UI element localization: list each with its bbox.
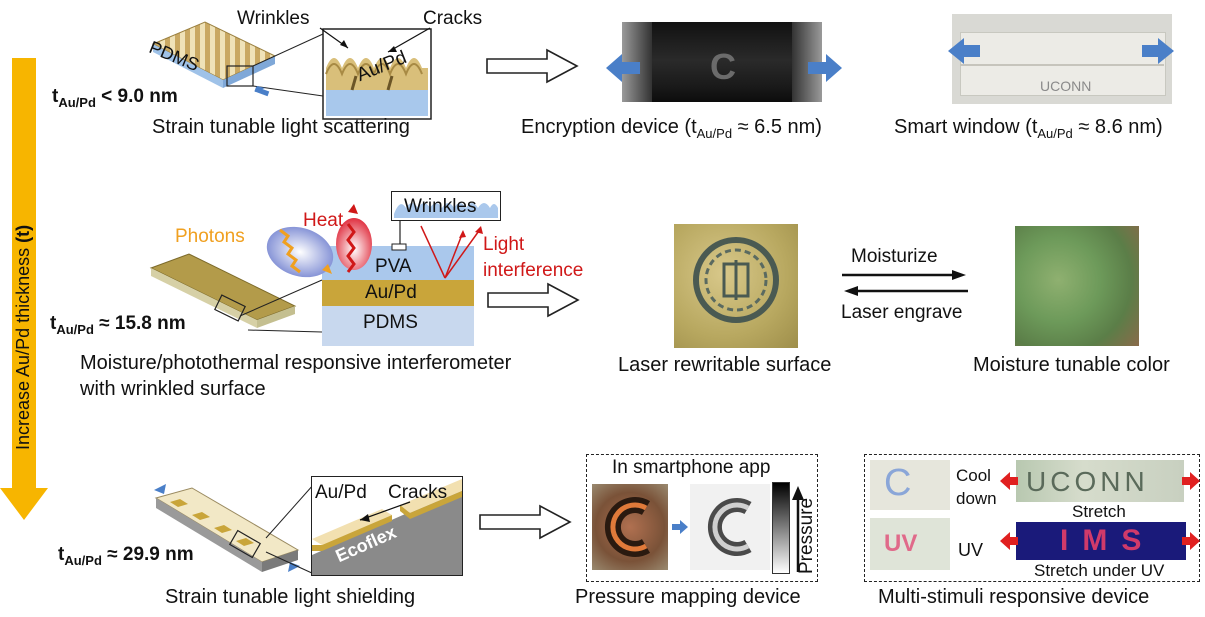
interferometer-film-diagram — [149, 253, 297, 328]
pressure-map-arrow — [672, 520, 688, 534]
caption-pressure-mapping: Pressure mapping device — [575, 586, 801, 608]
aupd-label-row3: Au/Pd — [315, 482, 367, 503]
encryption-stretch-arrows — [606, 54, 842, 82]
pressure-map-c-icon — [707, 498, 752, 556]
cracks-pointer-row3 — [359, 501, 411, 522]
caption-multi-stimuli: Multi-stimuli responsive device — [878, 586, 1150, 608]
laser-engrave-label: Laser engrave — [841, 302, 963, 323]
stretch-red-arrows — [1000, 472, 1200, 490]
caption-laser-rewritable: Laser rewritable surface — [618, 354, 832, 376]
photons-label: Photons — [175, 226, 245, 247]
zoom-inset-cracks-ecoflex — [311, 476, 463, 576]
zoom-lines-row2 — [239, 279, 323, 333]
label-pointer-lines-row1 — [319, 27, 431, 53]
stretch-uv-photo-text: IMS — [1060, 524, 1156, 557]
uv-photo-text: UV — [884, 530, 918, 557]
thickness-axis-label: Increase Au/Pd thickness (t) — [13, 224, 33, 450]
moisturize-label: Moisturize — [851, 246, 938, 267]
caption-interferometer-line1: Moisture/photothermal responsive interfe… — [80, 352, 512, 374]
light-label: Light — [483, 234, 525, 255]
stretch-uv-red-arrows — [1000, 532, 1200, 550]
open-arrow-row1 — [486, 48, 579, 84]
pva-label: PVA — [375, 256, 412, 277]
open-arrow-row3 — [479, 504, 572, 540]
cracks-label-row3: Cracks — [388, 482, 448, 503]
pressure-photo — [592, 484, 668, 570]
wrinkled-film-diagram — [151, 21, 324, 97]
stretch-label: Stretch — [1072, 502, 1126, 521]
wrinkles-callout-box: Wrinkles — [391, 191, 501, 221]
reversible-arrows — [842, 270, 968, 296]
caption-strain-scattering: Strain tunable light scattering — [152, 116, 410, 138]
pdms-label-row2: PDMS — [363, 312, 418, 333]
caption-interferometer-line2: with wrinkled surface — [80, 378, 266, 400]
app-title: In smartphone app — [612, 457, 771, 478]
window-text: UCONN — [1040, 78, 1092, 94]
cool-label: Cool — [956, 466, 991, 485]
stretch-photo: UCONN — [1016, 460, 1184, 502]
interference-label: interference — [483, 260, 584, 281]
moisture-color-photo — [1015, 226, 1139, 346]
uv-label: UV — [958, 540, 984, 560]
wrinkles-pointer — [391, 220, 407, 251]
caption-moisture-color: Moisture tunable color — [973, 354, 1170, 376]
pdms-layer — [322, 306, 474, 346]
wrinkles-label-row1: Wrinkles — [237, 8, 310, 29]
thickness-row2: tAu/Pd ≈ 15.8 nm — [50, 313, 186, 337]
caption-encryption-device: Encryption device (tAu/Pd ≈ 6.5 nm) — [521, 116, 822, 141]
photon-heat-illustration — [266, 204, 372, 278]
open-arrow-row2 — [487, 282, 580, 318]
engraved-seal-icon — [693, 237, 779, 323]
laser-rewritable-photo — [674, 224, 798, 348]
zoom-lines-row3 — [265, 483, 315, 575]
caption-smart-window: Smart window (tAu/Pd ≈ 8.6 nm) — [894, 116, 1163, 141]
encryption-letter: C — [710, 46, 736, 87]
heat-label: Heat — [303, 210, 344, 231]
aupd-label-row2: Au/Pd — [365, 282, 417, 303]
uv-photo: UV — [870, 518, 950, 570]
down-label: down — [956, 489, 997, 508]
window-stretch-arrows — [948, 38, 1174, 64]
thickness-axis-arrow — [0, 58, 48, 520]
pressure-mapping-panel — [586, 454, 818, 582]
shielding-film-diagram — [154, 484, 300, 572]
wrinkles-label-row2: Wrinkles — [404, 196, 477, 217]
thickness-row3: tAu/Pd ≈ 29.9 nm — [58, 544, 194, 568]
cracks-label-row1: Cracks — [423, 8, 483, 29]
pressure-map-image — [690, 484, 770, 570]
stretch-uv-label: Stretch under UV — [1034, 561, 1165, 580]
pressure-label: Pressure — [796, 497, 817, 574]
multi-stimuli-panel — [864, 454, 1200, 582]
pressure-scale-arrow — [792, 486, 804, 572]
stretch-photo-text: UCONN — [1026, 466, 1149, 497]
cool-down-photo: C — [870, 460, 950, 510]
caption-strain-shielding: Strain tunable light shielding — [165, 586, 416, 608]
thickness-row1: tAu/Pd < 9.0 nm — [52, 86, 178, 110]
pressure-c-icon — [604, 497, 651, 557]
smart-window-photo: UCONN — [952, 14, 1172, 104]
aupd-layer — [322, 280, 474, 306]
light-interference-rays — [420, 225, 483, 279]
pressure-colorbar — [772, 482, 790, 574]
cool-down-letter: C — [884, 462, 912, 504]
stretch-uv-photo: IMS — [1016, 522, 1186, 560]
